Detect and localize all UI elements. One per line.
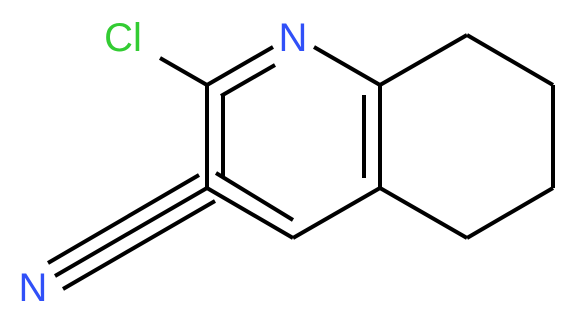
bond-c8a-c8	[379, 33, 468, 87]
bond-c8-c7	[465, 33, 555, 87]
bond-n1-c2	[206, 45, 274, 87]
pyridine-ring	[205, 45, 382, 240]
bond-c4-c4a	[292, 186, 381, 240]
bond-c2-cl	[159, 56, 208, 87]
bond-c5-c4a	[379, 186, 468, 240]
atom-ring-nitrogen: N	[279, 16, 308, 60]
atom-chlorine: Cl	[104, 16, 142, 60]
bond-c3-c4-inner	[214, 171, 295, 222]
nitrile-triple-bond	[46, 173, 217, 291]
cyclohexane-ring	[379, 33, 555, 240]
bond-c3-c4	[205, 186, 295, 240]
atom-nitrile-nitrogen: N	[19, 266, 48, 310]
bond-c8a-n1	[313, 45, 381, 87]
bond-c6-c5	[465, 186, 555, 240]
bond-n1-c2-inner	[220, 63, 276, 98]
